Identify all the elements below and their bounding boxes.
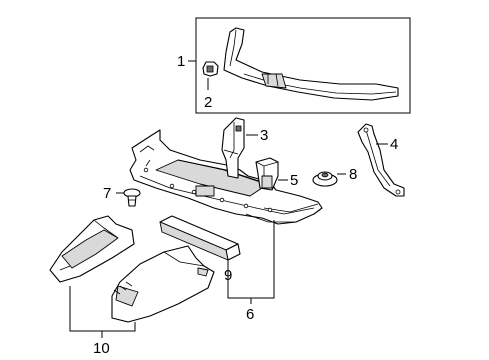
callout-4: 4	[390, 136, 398, 153]
part-10-air-deflectors[interactable]	[49, 215, 215, 323]
part-3-bracket[interactable]	[221, 117, 245, 179]
part-8-grommet[interactable]	[312, 171, 338, 187]
callout-5: 5	[290, 172, 298, 189]
leader-lines	[69, 60, 388, 338]
callout-7: 7	[103, 185, 111, 202]
part-9-seal-strip[interactable]	[159, 215, 241, 261]
part-6-radiator-support[interactable]	[129, 129, 323, 225]
callout-6: 6	[246, 306, 254, 323]
callout-1: 1	[177, 53, 185, 70]
part-4-support-brace[interactable]	[357, 123, 405, 197]
part-7-push-pin[interactable]	[123, 188, 141, 207]
part-1-upper-tie-bar[interactable]	[223, 27, 399, 101]
callout-2: 2	[204, 94, 212, 111]
part-2-clip[interactable]	[202, 61, 219, 77]
callout-9: 9	[224, 267, 232, 284]
callout-3: 3	[260, 127, 268, 144]
callout-8: 8	[349, 166, 357, 183]
callout-10: 10	[93, 340, 110, 357]
part-5-latch-bracket[interactable]	[255, 157, 279, 191]
